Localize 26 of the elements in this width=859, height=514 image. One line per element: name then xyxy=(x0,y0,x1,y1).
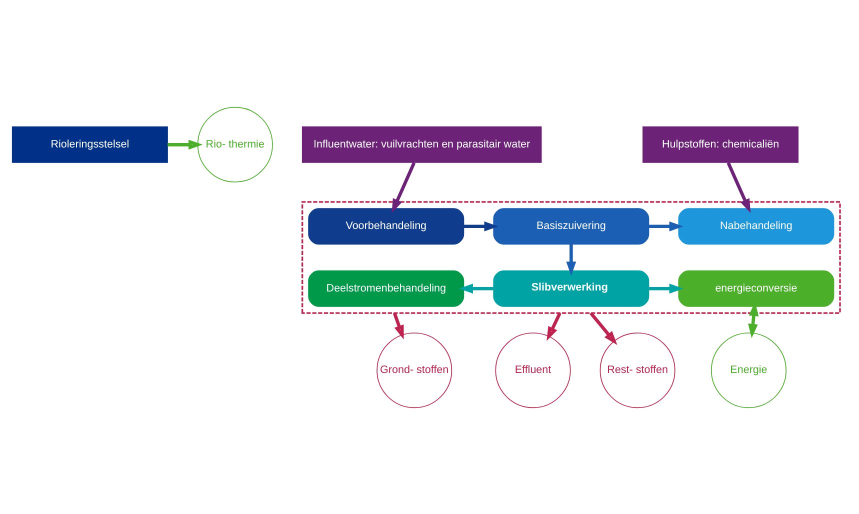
node-circle: Rio- thermie xyxy=(197,106,273,182)
arrow xyxy=(392,312,404,339)
arrow xyxy=(566,244,576,276)
arrow xyxy=(726,162,751,213)
cluster xyxy=(302,200,841,314)
node-box: Slibverwerking xyxy=(493,270,650,306)
arrow xyxy=(590,312,618,345)
arrow xyxy=(464,220,498,231)
arrow xyxy=(168,139,203,150)
node-box: Hulpstoffen: chemicaliën xyxy=(642,126,799,162)
node-box: Nabehandeling xyxy=(678,208,834,244)
arrow xyxy=(546,312,562,340)
arrow xyxy=(648,220,684,231)
node-box: Deelstromenbehandeling xyxy=(308,270,464,306)
node-box: Basiszuivering xyxy=(493,208,650,244)
node-circle: Grond- stoffen xyxy=(376,332,452,408)
node-box: Voorbehandeling xyxy=(308,208,464,244)
node-box: Influentwater: vuilvrachten en parasitair water xyxy=(302,126,542,162)
node-circle: Rest- stoffen xyxy=(600,332,676,408)
arrow xyxy=(648,283,684,294)
node-circle: Effluent xyxy=(495,332,571,408)
node-box: Rioleringsstelsel xyxy=(12,126,168,162)
node-circle: Energie xyxy=(710,332,786,408)
arrow xyxy=(392,162,416,213)
node-box: energieconversie xyxy=(678,270,834,306)
arrow xyxy=(458,283,494,294)
